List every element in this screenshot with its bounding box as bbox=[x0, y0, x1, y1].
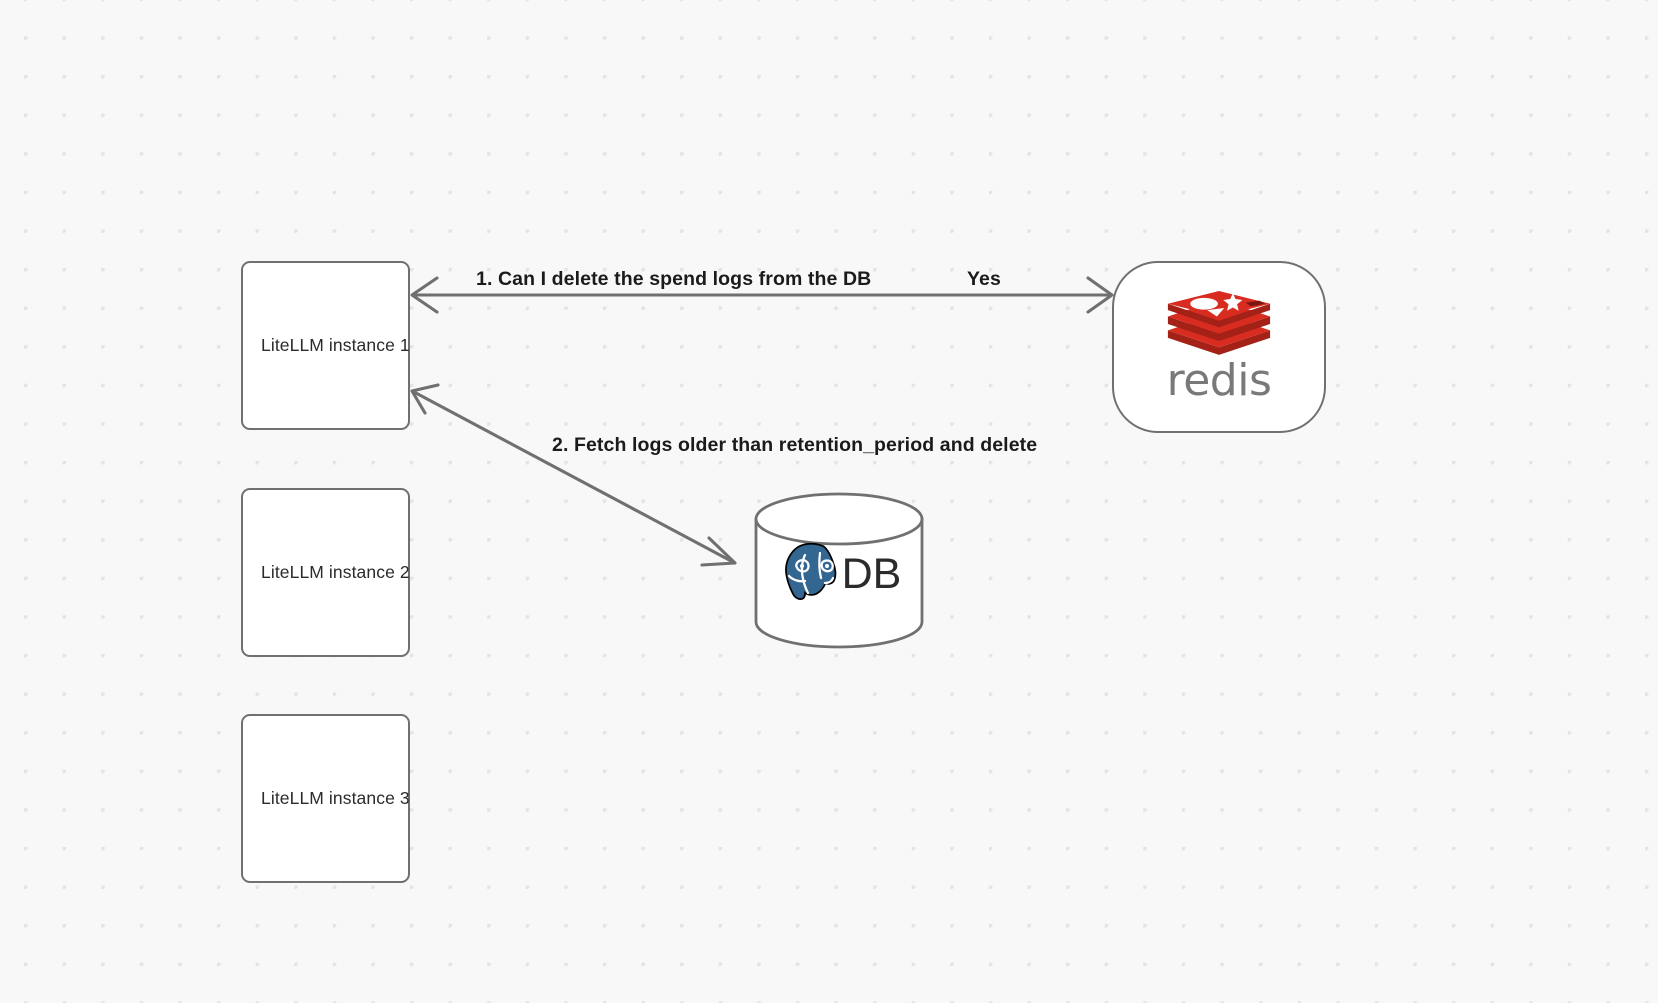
node-litellm-instance-3[interactable]: LiteLLM instance 3 bbox=[241, 714, 410, 883]
node-redis[interactable]: redis bbox=[1112, 261, 1326, 433]
node-litellm-instance-3-label: LiteLLM instance 3 bbox=[261, 788, 410, 808]
arrowhead-upper-left bbox=[410, 383, 440, 415]
edge-label-step-1: 1. Can I delete the spend logs from the … bbox=[476, 268, 872, 290]
redis-wordmark-label: redis bbox=[1166, 355, 1272, 406]
arrowhead-left bbox=[410, 276, 439, 314]
postgresql-elephant-icon bbox=[784, 542, 836, 600]
node-litellm-instance-2-label: LiteLLM instance 2 bbox=[261, 562, 410, 582]
arrowhead-lower-right bbox=[700, 536, 737, 567]
edge-redis-to-litellm1 bbox=[410, 276, 1114, 314]
database-cylinder-shape bbox=[754, 492, 924, 649]
node-litellm-instance-1-label: LiteLLM instance 1 bbox=[261, 335, 410, 355]
arrowhead-right bbox=[1086, 276, 1114, 314]
database-label: DB bbox=[841, 549, 902, 598]
edge-label-step-2: 2. Fetch logs older than retention_perio… bbox=[552, 434, 1038, 456]
edge-label-yes: Yes bbox=[967, 268, 1001, 290]
node-database[interactable]: DB bbox=[753, 492, 925, 649]
node-litellm-instance-2[interactable]: LiteLLM instance 2 bbox=[241, 488, 410, 657]
redis-logo-icon bbox=[1167, 291, 1271, 355]
edge-litellm1-to-db bbox=[410, 383, 737, 567]
node-litellm-instance-1[interactable]: LiteLLM instance 1 bbox=[241, 261, 410, 430]
